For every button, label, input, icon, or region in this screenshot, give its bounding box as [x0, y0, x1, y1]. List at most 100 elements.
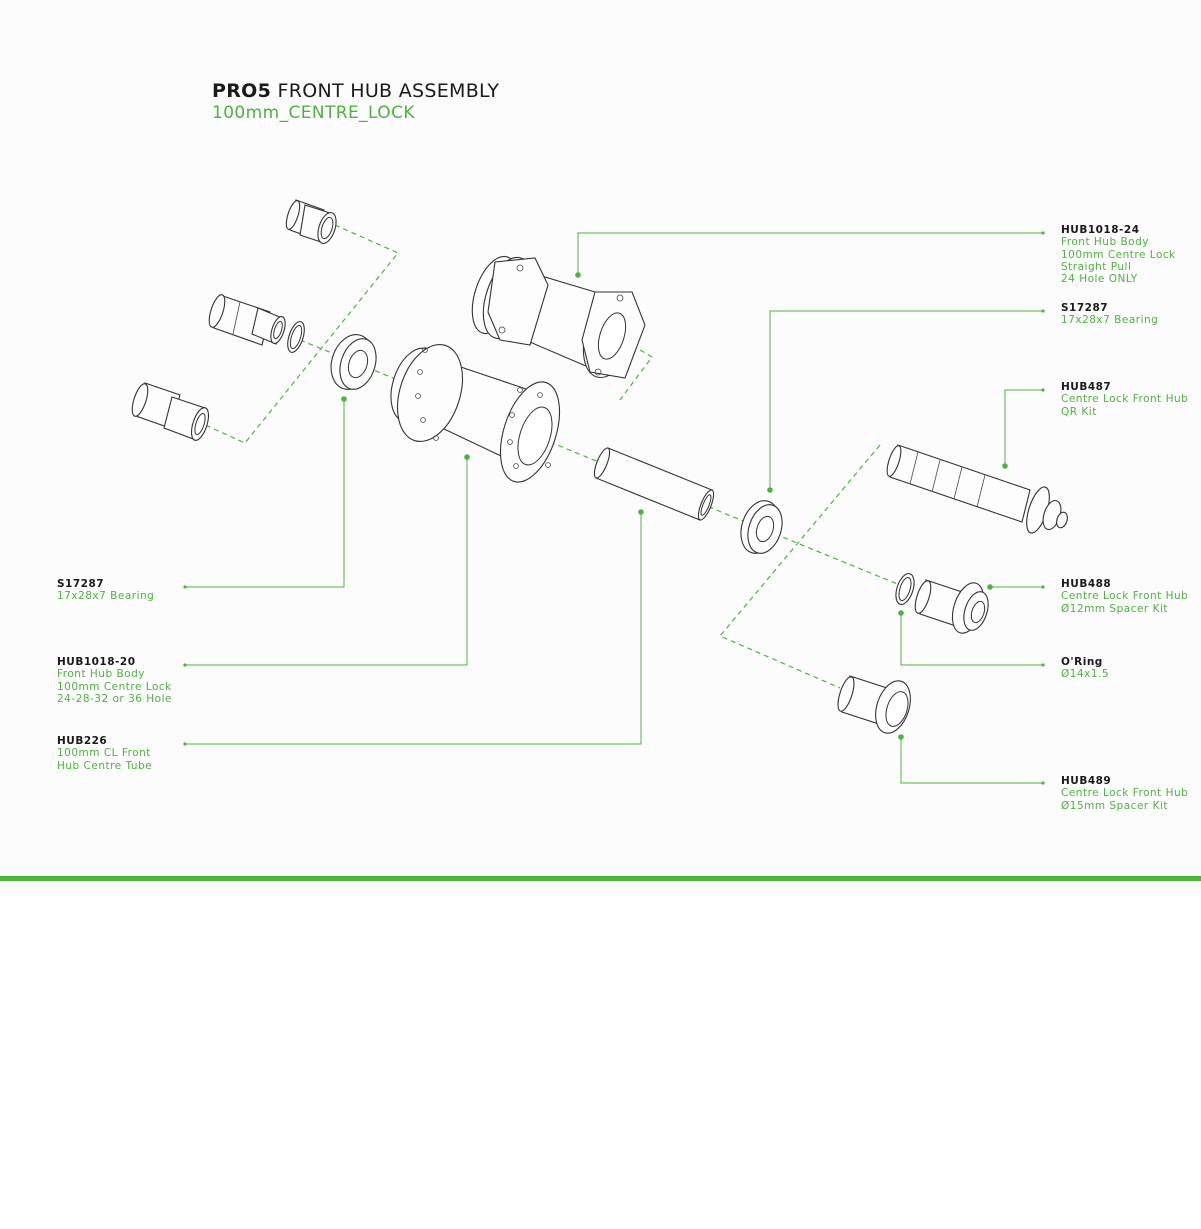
callout-code: HUB487	[1061, 381, 1112, 393]
part-hub-body-flange-3	[397, 344, 463, 442]
part-hub-body-flange-7	[417, 369, 423, 375]
page-subtitle: 100mm_CENTRE_LOCK	[212, 103, 415, 123]
part-oring-left-2	[289, 325, 303, 349]
part-spacer-15mm-4	[885, 691, 909, 727]
callout-desc: Centre Lock Front Hub	[1061, 787, 1189, 800]
callout-hub488: HUB488 Centre Lock Front Hub Ø12mm Space…	[1061, 578, 1188, 615]
part-qr-axle-4	[931, 459, 941, 493]
dot-end-6	[1041, 388, 1045, 392]
callout-oring: O'Ring Ø14x1.5	[1061, 656, 1109, 681]
callout-desc: Straight Pull	[1061, 260, 1132, 273]
page-title: PRO5 FRONT HUB ASSEMBLY	[212, 80, 499, 102]
callout-code: S17287	[1061, 302, 1109, 314]
callout-desc: Centre Lock Front Hub	[1061, 393, 1189, 406]
callout-code: HUB1018-20	[57, 656, 136, 668]
dot-end-1	[183, 585, 187, 589]
part-spacer-12mm-2	[914, 580, 932, 614]
part-spacer-15mm-2	[837, 676, 855, 712]
dot-hub1018-20	[464, 454, 470, 460]
callout-desc: Front Hub Body	[1061, 236, 1149, 249]
callout-desc: QR Kit	[1061, 405, 1097, 418]
title-text: FRONT HUB ASSEMBLY	[277, 80, 500, 102]
callout-desc: 100mm Centre Lock	[57, 680, 172, 693]
title-block: PRO5 FRONT HUB ASSEMBLY 100mm_CENTRE_LOC…	[212, 80, 499, 123]
callout-desc: Ø12mm Spacer Kit	[1061, 602, 1168, 615]
part-qr-axle-5	[953, 466, 963, 500]
leader-bearing-left	[185, 399, 345, 588]
callout-desc: Ø15mm Spacer Kit	[1061, 799, 1168, 812]
callout-s17287-left: S17287 17x28x7 Bearing	[57, 578, 154, 603]
dot-hub487	[1002, 463, 1008, 469]
title-model: PRO5	[212, 80, 272, 102]
part-hub-body-straight-pull	[471, 255, 646, 379]
part-bearing-right	[740, 500, 783, 554]
dot-end-4	[1041, 231, 1045, 235]
dot-hub488	[987, 584, 993, 590]
callout-hub487: HUB487 Centre Lock Front Hub QR Kit	[1061, 381, 1188, 418]
part-qr-axle-6	[976, 474, 986, 508]
part-hub-body-flange-6	[422, 347, 428, 353]
part-hub-body-flange-8	[415, 393, 421, 399]
dot-bearing-left	[341, 396, 347, 402]
part-spacer-left-2	[208, 294, 226, 328]
part-hub-body-flange-5	[517, 406, 553, 466]
part-hub-body-flange-15	[537, 392, 543, 398]
callout-desc: Ø14x1.5	[1061, 668, 1110, 681]
part-spacer-left-3	[232, 301, 241, 335]
part-spacer-left-6	[273, 320, 283, 340]
callout-desc: 24-28-32 or 36 Hole	[57, 692, 172, 705]
axis-upper-hub	[619, 349, 653, 401]
part-hub-body-flange-16	[545, 462, 551, 468]
part-hub-body-straight-pull-11	[594, 368, 602, 376]
part-hub-body-flange-10	[433, 435, 439, 441]
part-hub-body-flange-14	[513, 463, 519, 469]
axis-left-caps	[204, 224, 399, 444]
part-hub-body-flange-12	[509, 412, 515, 418]
part-spacer-left	[208, 294, 286, 346]
part-hub-body-flange-9	[420, 417, 426, 423]
leader-hub489	[900, 737, 1043, 784]
part-centre-tube-2	[593, 447, 611, 479]
part-hub-body-straight-pull-10	[616, 294, 624, 302]
leader-bearing-right	[769, 310, 1043, 490]
leader-dots	[183, 231, 1045, 785]
part-end-cap-lower-left-5	[194, 412, 206, 436]
callout-code: HUB489	[1061, 775, 1112, 787]
dot-hub1018-24	[575, 272, 581, 278]
callout-desc: 100mm CL Front	[57, 747, 151, 760]
dot-oring	[898, 610, 904, 616]
leader-lines	[185, 232, 1043, 784]
callout-hub226: HUB226 100mm CL Front Hub Centre Tube	[57, 735, 152, 772]
part-end-cap-lower-left-2	[131, 383, 149, 417]
dot-hub489	[898, 734, 904, 740]
part-qr-axle-3	[909, 451, 919, 485]
callout-desc: 17x28x7 Bearing	[1061, 314, 1159, 327]
callout-desc: Centre Lock Front Hub	[1061, 590, 1189, 603]
leader-hub1018-20	[185, 457, 468, 666]
part-spacer-12mm	[914, 579, 989, 634]
exploded-view-drawing	[131, 199, 1068, 785]
callout-code: HUB1018-24	[1061, 224, 1140, 236]
diagram-sheet: PRO5 FRONT HUB ASSEMBLY 100mm_CENTRE_LOC…	[57, 80, 1188, 812]
callout-desc: 17x28x7 Bearing	[57, 590, 155, 603]
part-bearing-left	[330, 334, 377, 390]
callout-hub489: HUB489 Centre Lock Front Hub Ø15mm Space…	[1061, 775, 1188, 812]
part-end-cap-top	[285, 199, 337, 244]
part-oring-right-2	[898, 576, 912, 602]
part-spacer-12mm-5	[970, 600, 986, 624]
callout-desc: Front Hub Body	[57, 668, 145, 681]
part-end-cap-top-5	[320, 216, 334, 240]
part-end-cap-lower-left	[131, 382, 210, 441]
axis-right-caps	[719, 444, 881, 689]
dot-end-5	[1041, 309, 1045, 313]
callout-s17287-right: S17287 17x28x7 Bearing	[1061, 302, 1158, 327]
leader-hub1018-24	[577, 232, 1043, 275]
callout-hub1018-24: HUB1018-24 Front Hub Body 100mm Centre L…	[1061, 224, 1176, 285]
part-qr-axle-2	[886, 445, 902, 477]
part-hub-body-straight-pull-8	[516, 264, 524, 272]
callout-desc: Hub Centre Tube	[57, 759, 153, 772]
part-hub-body-straight-pull-9	[498, 326, 506, 334]
part-spacer-15mm	[837, 675, 911, 734]
part-hub-body-flange	[390, 344, 561, 483]
part-bearing-left-3	[347, 349, 369, 379]
